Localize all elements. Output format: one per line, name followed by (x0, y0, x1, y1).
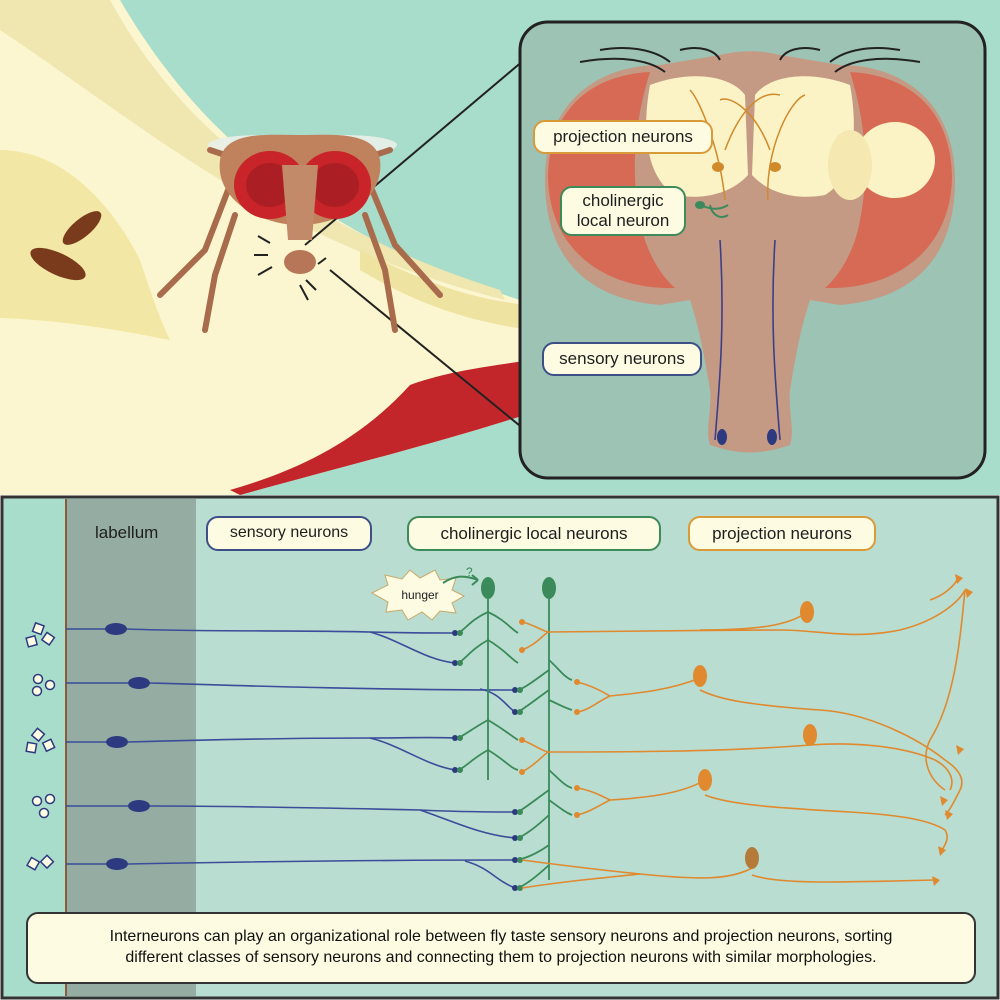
sensory-neurons (66, 628, 516, 889)
hunger-question-mark: ? (466, 565, 473, 579)
tastant-squares (25, 621, 56, 871)
synapse-dots-blue (452, 630, 518, 891)
hunger-burst (370, 569, 466, 621)
legend-projection: projection neurons (688, 516, 876, 551)
inset-label-sensory: sensory neurons (542, 342, 702, 376)
inset-label-sensory-text: sensory neurons (559, 349, 685, 369)
legend-sensory-text: sensory neurons (229, 524, 349, 542)
apple-seed (62, 211, 102, 245)
caption-box: Interneurons can play an organizational … (26, 912, 976, 984)
legend-projection-text: projection neurons (712, 523, 852, 543)
projection-terminals (932, 574, 973, 886)
apple-red-skin (230, 360, 540, 495)
apple-core (0, 150, 170, 340)
legend-local-text: cholinergic local neurons (440, 523, 628, 543)
projection-cell-bodies (693, 601, 817, 869)
hunger-label: hunger (401, 588, 438, 602)
caption-line1: Interneurons can play an organizational … (109, 928, 893, 946)
caption-line2: different classes of sensory neurons and… (125, 949, 877, 966)
hunger-arrow (442, 575, 479, 584)
hunger-arrow-head (471, 574, 479, 586)
inset-label-local-line2: local neuron (576, 211, 670, 230)
sensory-cell-bodies (105, 623, 150, 870)
apple-flesh-band (360, 250, 530, 330)
labellum-label: labellum (95, 523, 159, 542)
inset-label-projection-text: projection neurons (553, 127, 693, 147)
tastant-circles (31, 673, 56, 819)
inset-label-projection: projection neurons (533, 120, 713, 154)
apple-seed (30, 247, 86, 281)
local-cell-bodies (481, 577, 556, 599)
apple-skin-edge (0, 0, 505, 300)
synapse-dots-green (457, 630, 523, 891)
inset-label-local-line1: cholinergic (582, 191, 664, 211)
legend-sensory: sensory neurons (206, 516, 372, 551)
zoom-line (329, 269, 526, 431)
fly (157, 134, 443, 333)
projection-neurons (521, 577, 966, 889)
inset-label-local: cholinergic local neuron (560, 186, 686, 236)
legend-local: cholinergic local neurons (407, 516, 661, 551)
